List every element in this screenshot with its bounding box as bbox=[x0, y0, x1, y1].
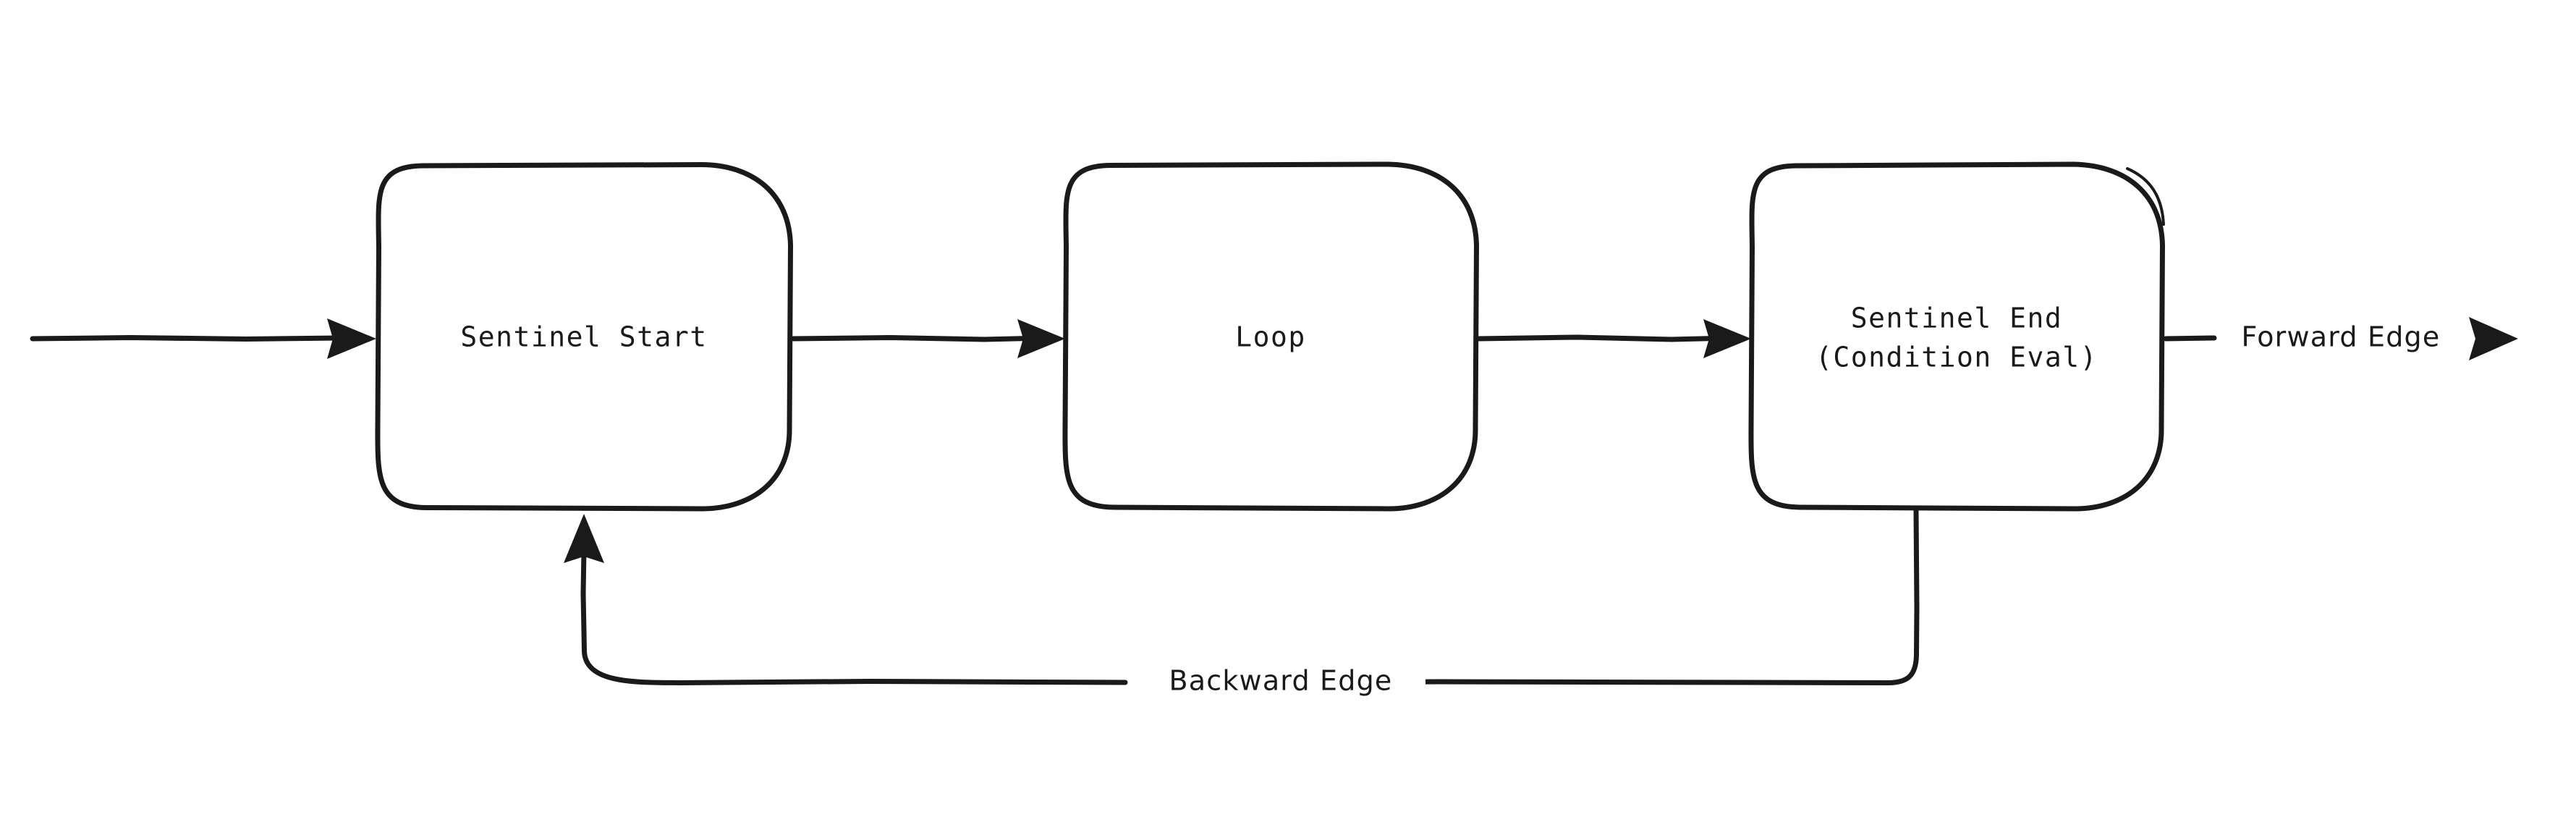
node-sentinel-start-label: Sentinel Start bbox=[460, 321, 707, 353]
edge-backward-right-segment bbox=[1155, 507, 1920, 685]
node-sentinel-end-sublabel: (Condition Eval) bbox=[1816, 342, 2098, 373]
edge-backward-label: Backward Edge bbox=[1169, 665, 1392, 697]
node-loop-shape bbox=[1062, 161, 1479, 512]
edge-loop-to-end-arrowhead bbox=[1703, 319, 1751, 358]
edge-entry-arrowhead bbox=[327, 318, 376, 359]
node-loop[interactable]: Loop bbox=[1062, 161, 1479, 512]
edge-entry bbox=[30, 318, 376, 359]
edge-start-to-loop-arrowhead bbox=[1017, 319, 1065, 358]
node-sentinel-end-sketch-accent bbox=[2126, 167, 2165, 226]
edge-forward: Forward Edge bbox=[2163, 317, 2518, 360]
edge-backward: Backward Edge bbox=[564, 507, 1920, 705]
node-sentinel-start[interactable]: Sentinel Start bbox=[375, 162, 793, 512]
node-sentinel-end-label: Sentinel End bbox=[1851, 302, 2063, 334]
edge-forward-line-left bbox=[2163, 335, 2217, 342]
edge-backward-label-mask bbox=[1136, 660, 1425, 705]
node-sentinel-end[interactable]: Sentinel End (Condition Eval) bbox=[1748, 161, 2165, 512]
node-loop-label: Loop bbox=[1235, 321, 1306, 353]
edge-entry-line bbox=[30, 335, 343, 342]
edge-loop-to-end bbox=[1476, 319, 1751, 358]
edge-backward-left-segment bbox=[580, 547, 1128, 685]
edge-start-to-loop bbox=[790, 319, 1065, 358]
edge-backward-arrowhead bbox=[564, 514, 604, 563]
node-sentinel-start-shape bbox=[375, 162, 793, 512]
edge-start-to-loop-line bbox=[790, 335, 1033, 342]
edge-loop-to-end-line bbox=[1476, 334, 1719, 342]
node-sentinel-end-shape bbox=[1748, 161, 2165, 512]
edge-forward-arrowhead bbox=[2469, 317, 2518, 360]
edge-forward-label: Forward Edge bbox=[2242, 321, 2441, 353]
